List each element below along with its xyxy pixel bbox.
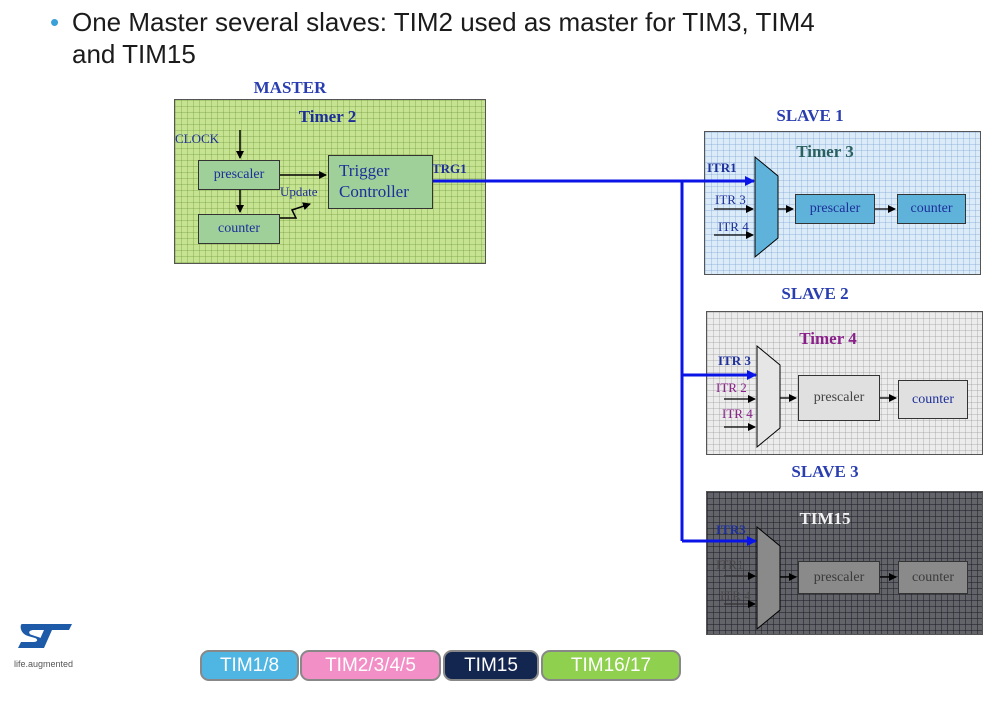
tab-tim1-8[interactable]: TIM1/8 xyxy=(200,650,299,681)
tab-tim15[interactable]: TIM15 xyxy=(443,650,539,681)
tab-tim2-3-4-5[interactable]: TIM2/3/4/5 xyxy=(300,650,441,681)
slave3-itr-b: ITR 4 xyxy=(720,588,751,603)
title-line-1: One Master several slaves: TIM2 used as … xyxy=(72,7,815,37)
slave3-heading: SLAVE 3 xyxy=(791,462,859,481)
master-counter: counter xyxy=(198,214,280,244)
st-logo-icon xyxy=(18,624,72,648)
slave2-itr-a: ITR 2 xyxy=(716,380,747,395)
slave3-mux xyxy=(756,525,781,631)
slave1-timer-label: Timer 3 xyxy=(796,142,854,161)
trg-out-label: TRG1 xyxy=(432,161,467,176)
slave3-counter: counter xyxy=(898,561,968,594)
slave1-itr-active: ITR1 xyxy=(707,160,737,175)
master-prescaler: prescaler xyxy=(198,160,280,190)
trigger-line-1: Trigger xyxy=(339,161,390,180)
slave1-mux xyxy=(754,155,779,259)
slide-title: • One Master several slaves: TIM2 used as… xyxy=(50,6,970,70)
clock-label: CLOCK xyxy=(175,131,220,146)
slave1-counter: counter xyxy=(897,194,966,224)
slave2-prescaler: prescaler xyxy=(798,375,880,421)
slave1-heading: SLAVE 1 xyxy=(776,106,844,125)
slave3-itr-active: ITR3 xyxy=(716,522,746,537)
slave3-itr-a: ITR1 xyxy=(716,557,744,572)
tab-tim16-17[interactable]: TIM16/17 xyxy=(541,650,681,681)
trg1-signal-line xyxy=(433,179,684,541)
slave3-timer-label: TIM15 xyxy=(799,509,851,528)
slave1-itr-a: ITR 3 xyxy=(715,192,746,207)
trigger-controller: Trigger Controller xyxy=(328,155,433,209)
slave1-prescaler: prescaler xyxy=(795,194,875,224)
slave2-counter: counter xyxy=(898,380,968,419)
st-logo: life.augmented xyxy=(14,618,84,669)
slave2-itr-active: ITR 3 xyxy=(718,353,751,368)
slave2-heading: SLAVE 2 xyxy=(781,284,849,303)
master-timer-label: Timer 2 xyxy=(298,107,357,126)
update-label: Update xyxy=(280,184,318,199)
update-arrow xyxy=(280,202,311,219)
trigger-line-2: Controller xyxy=(339,182,409,201)
slave1-itr-b: ITR 4 xyxy=(718,219,749,234)
title-line-2: and TIM15 xyxy=(72,39,196,69)
st-logo-tagline: life.augmented xyxy=(14,659,74,669)
slave2-timer-label: Timer 4 xyxy=(799,329,857,348)
slave3-prescaler: prescaler xyxy=(798,561,880,594)
bullet-icon: • xyxy=(50,7,60,37)
slave2-mux xyxy=(756,344,781,449)
slave2-itr-b: ITR 4 xyxy=(722,406,753,421)
master-heading: MASTER xyxy=(253,78,327,97)
